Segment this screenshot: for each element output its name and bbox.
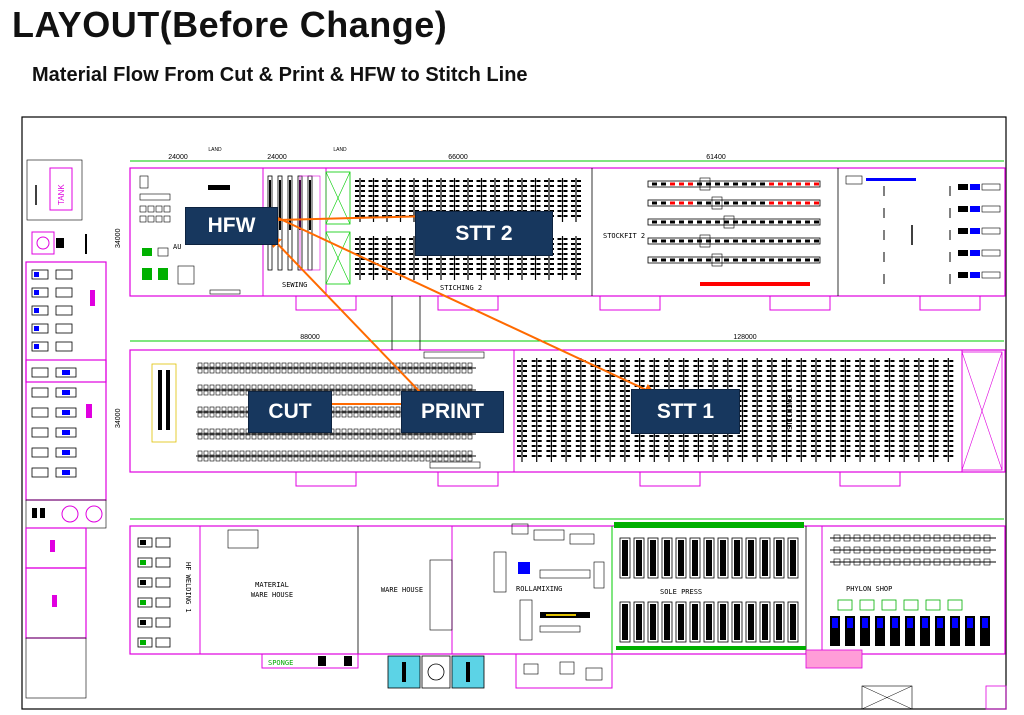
stitching2-label: STICHING 2 <box>440 284 482 292</box>
node-stt2: STT 2 <box>415 211 553 256</box>
flow-arrows <box>269 210 657 410</box>
material-warehouse-label-2: WARE HOUSE <box>251 591 293 599</box>
sole-press-label: SOLE PRESS <box>660 588 702 596</box>
hf-welding-label: HF WELDING 1 <box>184 562 192 613</box>
flow-arrow-print-hfw <box>269 235 421 393</box>
top-building: 24000 24000 66000 61400 LAND LAND 34000 … <box>115 147 1006 311</box>
node-cut: CUT <box>248 391 332 433</box>
left-utility-column: TANK <box>25 159 107 699</box>
node-stt1: STT 1 <box>631 389 740 434</box>
dim-top-a: 24000 <box>168 154 188 161</box>
node-hfw: HFW <box>185 207 278 245</box>
flow-arrow-hfw-stt1 <box>277 217 657 395</box>
dim-top-d: 61400 <box>706 154 726 161</box>
node-print: PRINT <box>401 391 504 433</box>
stockfit2-label: STOCKFIT 2 <box>603 232 645 240</box>
dim-mid-a: 88000 <box>300 334 320 341</box>
bottom-building: HF WELDING 1 MATERIAL WARE HOUSE WARE HO… <box>129 518 1007 710</box>
sponge-label: SPONGE <box>268 659 293 667</box>
warehouse-label: WARE HOUSE <box>381 586 423 594</box>
tank-label: TANK <box>57 184 66 205</box>
phylon-shop-label: PHYLON SHOP <box>846 585 892 593</box>
site-boundary <box>21 116 1007 710</box>
material-warehouse-label-1: MATERIAL <box>255 581 289 589</box>
dim-small-a: LAND <box>208 147 222 153</box>
flow-arrow-hfw-stt2 <box>277 210 434 223</box>
dim-side-mid: 34000 <box>115 408 122 428</box>
dim-small-b: LAND <box>333 147 347 153</box>
sewing-label: SEWING <box>282 281 307 289</box>
dim-top-c: 66000 <box>448 154 468 161</box>
dim-top-b: 24000 <box>267 154 287 161</box>
page-subtitle: Material Flow From Cut & Print & HFW to … <box>32 64 528 86</box>
dim-side-top: 34000 <box>115 228 122 248</box>
rollamixing-label: ROLLAMIXING <box>516 585 562 593</box>
dim-mid-b: 128000 <box>733 334 756 341</box>
auto-label: AU <box>173 243 181 251</box>
stitching1-label: STICHING 1 <box>786 388 794 430</box>
page-title: LAYOUT(Before Change) <box>12 4 448 45</box>
